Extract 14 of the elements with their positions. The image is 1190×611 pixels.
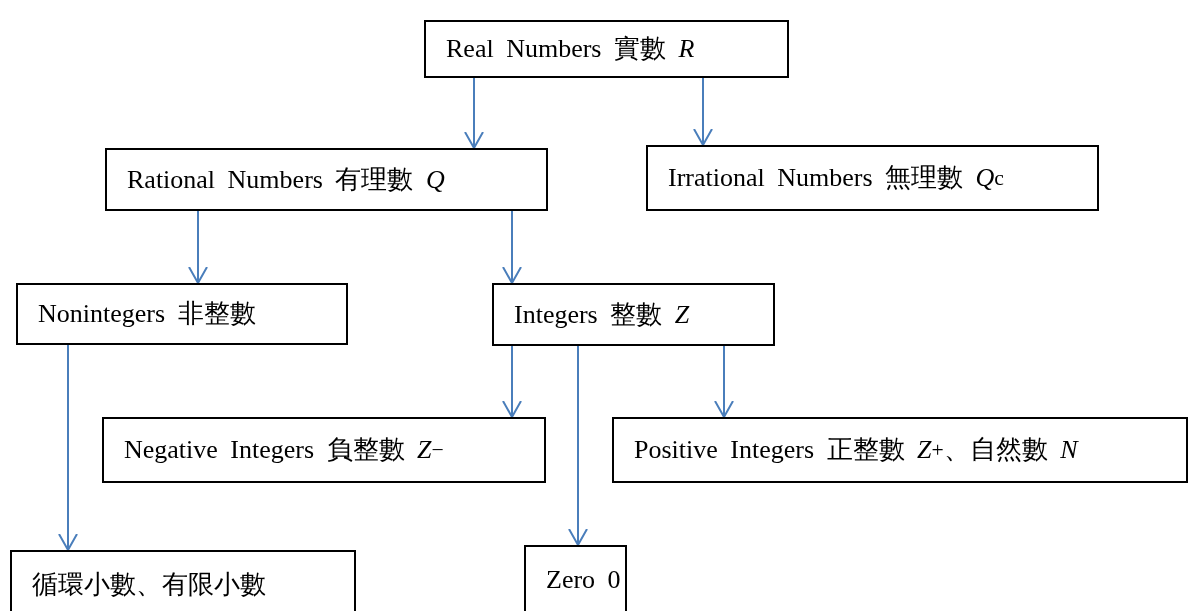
arrow: [693, 77, 713, 146]
category-box: Zero 0: [524, 545, 627, 611]
arrow: [714, 345, 734, 418]
category-box: 循環小數、有限小數: [10, 550, 356, 611]
category-box: Integers 整數 Z: [492, 283, 775, 346]
arrow: [188, 210, 208, 284]
category-box: Real Numbers 實數 R: [424, 20, 789, 78]
category-box: Nonintegers 非整數: [16, 283, 348, 345]
arrow: [502, 345, 522, 418]
category-box: Rational Numbers 有理數 Q: [105, 148, 548, 211]
arrow: [502, 210, 522, 284]
arrow: [568, 345, 588, 546]
arrow: [58, 344, 78, 551]
arrow: [464, 77, 484, 149]
